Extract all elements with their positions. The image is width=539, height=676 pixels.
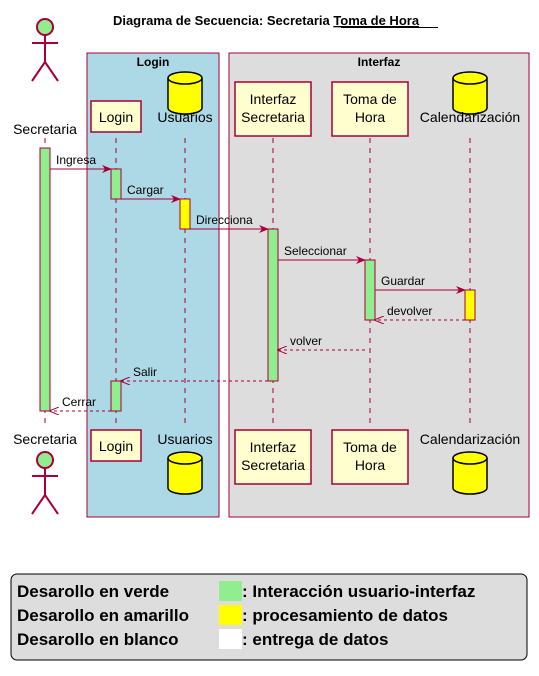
database-calendarizacion: Calendarización	[420, 71, 520, 125]
database-label: Calendarización	[420, 109, 520, 125]
legend-text: Desarollo en blanco	[17, 630, 179, 649]
title-prefix: Diagrama de Secuencia: Secretaria	[113, 13, 333, 28]
activation-login	[110, 380, 122, 412]
message-label: Cargar	[127, 183, 164, 197]
legend-row: Desarollo en blanco : entrega de datos	[17, 629, 388, 649]
database-shape	[167, 71, 203, 115]
legend-frame	[10, 573, 528, 661]
box-label-interfaz: Interfaz	[358, 55, 401, 69]
participant-login: Login	[90, 100, 142, 133]
database-rim	[452, 457, 488, 465]
actor-body	[31, 35, 59, 82]
database-shape	[452, 451, 488, 495]
database-shape	[167, 451, 203, 495]
legend: Desarollo en verde : Interacción usuario-…	[10, 573, 528, 661]
message-ingresa: Ingresa	[50, 153, 112, 173]
box-label-login: Login	[137, 55, 170, 69]
title-underlined: Toma de Hora	[333, 13, 419, 28]
database-usuarios: Usuarios	[157, 71, 213, 125]
activation-interfaz	[267, 228, 279, 382]
actor-body	[31, 468, 59, 515]
message-label: Salir	[133, 365, 157, 379]
database-rim	[167, 457, 203, 465]
message-devolver: devolver	[375, 304, 465, 320]
legend-swatch	[219, 581, 242, 601]
legend-row: Desarollo en amarillo : procesamiento de …	[17, 605, 448, 625]
legend-swatch	[219, 605, 242, 625]
database-rim	[452, 77, 488, 85]
legend-meaning: : Interacción usuario-interfaz	[242, 582, 475, 601]
actor-secretaria: Secretaria	[13, 431, 77, 515]
message-cerrar: Cerrar	[50, 395, 111, 411]
message-label: Cerrar	[62, 395, 96, 409]
activation-secretaria	[39, 147, 51, 412]
message-label: Guardar	[381, 274, 425, 288]
database-rim	[167, 77, 203, 85]
legend-row: Desarollo en verde : Interacción usuario-…	[17, 581, 475, 601]
actor-head	[36, 18, 54, 36]
message-volver: volver	[278, 334, 365, 350]
participant-box	[234, 429, 312, 485]
database-label: Usuarios	[157, 431, 212, 447]
actor-label: Secretaria	[13, 431, 77, 447]
activation-usuarios	[179, 198, 191, 230]
actor-label: Secretaria	[13, 121, 77, 137]
message-label: Seleccionar	[284, 244, 347, 258]
message-seleccionar: Seleccionar	[278, 244, 366, 264]
database-calendarizacion: Calendarización	[420, 431, 520, 495]
message-salir: Salir	[121, 365, 268, 381]
message-label: devolver	[387, 304, 432, 318]
participant-box	[331, 81, 409, 137]
message-cargar: Cargar	[121, 183, 181, 203]
actor-head	[36, 451, 54, 469]
diagram-title: Diagrama de Secuencia: Secretaria Toma d…	[113, 13, 420, 28]
legend-meaning: : procesamiento de datos	[242, 606, 448, 625]
legend-swatch	[219, 629, 242, 649]
message-direcciona: Direcciona	[190, 213, 269, 233]
activation-toma	[364, 259, 376, 321]
database-shape	[452, 71, 488, 115]
message-guardar: Guardar	[375, 274, 466, 294]
database-usuarios: Usuarios	[157, 431, 213, 495]
activation-login	[110, 168, 122, 200]
legend-text: Desarollo en amarillo	[17, 606, 189, 625]
message-label: Direcciona	[196, 213, 253, 227]
actor-secretaria: Secretaria	[13, 18, 77, 137]
participant-label: Login	[99, 109, 133, 125]
participant-login: Login	[90, 429, 142, 462]
participant-label: Login	[99, 438, 133, 454]
database-label: Usuarios	[157, 109, 212, 125]
message-label: Ingresa	[56, 153, 96, 167]
participant-box	[90, 429, 142, 462]
activation-calendarizacion	[464, 289, 476, 321]
legend-text: Desarollo en verde	[17, 582, 169, 601]
database-label: Calendarización	[420, 431, 520, 447]
participant-box	[331, 429, 409, 485]
message-label: volver	[290, 334, 322, 348]
participant-box	[234, 81, 312, 137]
participant-box	[90, 100, 142, 133]
legend-meaning: : entrega de datos	[242, 630, 388, 649]
